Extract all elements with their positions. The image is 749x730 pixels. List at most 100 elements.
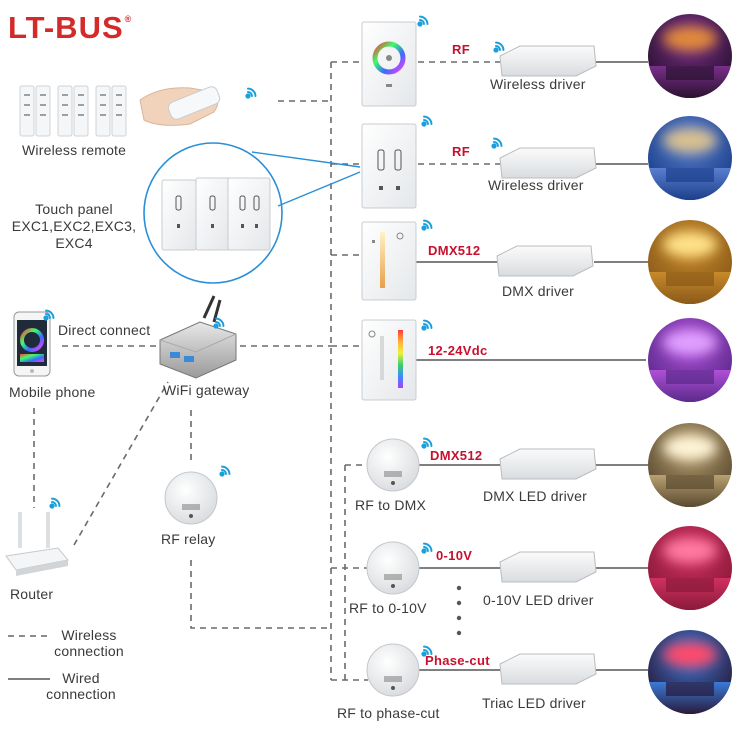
rf-phase-device: [366, 643, 420, 697]
driver-label-1: Wireless driver: [490, 76, 586, 92]
remote-units: [19, 85, 127, 137]
converter-label-rf-dmx: RF to DMX: [355, 497, 427, 513]
wifi-icon: [421, 437, 433, 449]
signal-label-1: RF: [452, 42, 470, 57]
wifi-icons: [43, 15, 505, 657]
scene-photo-pink-spa: [648, 526, 732, 610]
scene-light-glow: [663, 127, 717, 153]
scene-light-glow: [663, 641, 717, 667]
driver-label-7: Triac LED driver: [482, 695, 586, 711]
legend: [8, 635, 50, 680]
scene-light-glow: [663, 537, 717, 563]
legend-wireless-label: Wireless connection: [44, 627, 134, 659]
wifi-icon: [493, 41, 505, 53]
panel-dimmer: [361, 123, 417, 209]
label-wireless-remote: Wireless remote: [22, 142, 127, 158]
driver-6: [499, 551, 597, 583]
scene-photo-purple-bedroom: [648, 318, 732, 402]
scene-furniture: [666, 682, 714, 696]
driver-5: [499, 448, 597, 480]
converter-label-rf-010: RF to 0-10V: [349, 600, 427, 616]
signal-label-5: DMX512: [430, 448, 483, 463]
callout-pointer-top: [251, 151, 361, 168]
label-touch-panel-line1: Touch panel: [35, 201, 113, 217]
link-router-gateway: [73, 381, 169, 546]
mobile-phone-device: [13, 311, 51, 377]
label-wifi-gateway: WiFi gateway: [163, 382, 250, 398]
brand-registered: ®: [124, 14, 133, 24]
driver-2: [499, 147, 597, 179]
legend-wireless-line1: Wireless: [61, 627, 117, 643]
wifi-icon: [417, 15, 429, 27]
wifi-icon: [43, 309, 55, 321]
wireless-remotes: [19, 85, 221, 137]
label-mobile-phone: Mobile phone: [9, 384, 96, 400]
wifi-icon: [421, 645, 433, 657]
wifi-icon: [421, 219, 433, 231]
remote-buttons: [24, 94, 122, 116]
brand-name: LT-BUS: [8, 10, 124, 45]
wifi-icon: [491, 137, 503, 149]
wifi-icon: [421, 542, 433, 554]
wifi-icon: [421, 115, 433, 127]
scene-furniture: [666, 578, 714, 592]
wireless-links: [33, 61, 500, 681]
driver-label-3: DMX driver: [502, 283, 575, 299]
wifi-icon: [219, 465, 231, 477]
rf-010-device: [366, 541, 420, 595]
touch-panel-callout: [143, 142, 361, 284]
label-rf-relay: RF relay: [161, 531, 216, 547]
driver-label-6: 0-10V LED driver: [483, 592, 594, 608]
wifi-icon: [213, 317, 225, 329]
brand-logo: LT-BUS®: [8, 10, 132, 46]
link-relay-bus: [190, 560, 331, 629]
signal-label-2: RF: [452, 144, 470, 159]
scene-furniture: [666, 370, 714, 384]
ellipsis-dots: [456, 585, 462, 636]
driver-7: [499, 653, 597, 685]
driver-label-5: DMX LED driver: [483, 488, 587, 504]
legend-wired-line1: Wired: [62, 670, 100, 686]
panel-dmx: [361, 221, 417, 301]
label-touch-panel-line2: EXC1,EXC2,EXC3,: [11, 218, 137, 234]
scene-photo-warm-hall: [648, 220, 732, 304]
callout-pointer-bottom: [277, 171, 361, 207]
scene-light-glow: [663, 329, 717, 355]
scene-furniture: [666, 475, 714, 489]
signal-label-4: 12-24Vdc: [428, 343, 488, 358]
label-touch-panel: Touch panel EXC1,EXC2,EXC3, EXC4: [10, 201, 138, 252]
scene-furniture: [666, 272, 714, 286]
scene-light-glow: [663, 231, 717, 257]
driver-1: [499, 45, 597, 77]
legend-wireless-line2: connection: [54, 643, 124, 659]
driver-boxes: [496, 45, 597, 685]
driver-3: [496, 245, 594, 277]
scene-light-glow: [663, 434, 717, 460]
hand-with-remote: [139, 86, 221, 126]
scene-photo-living-room-blue: [648, 116, 732, 200]
rf-dmx-device: [366, 438, 420, 492]
converter-label-rf-phase: RF to phase-cut: [337, 705, 440, 721]
wifi-icon: [245, 87, 257, 99]
label-direct-connect: Direct connect: [58, 322, 151, 338]
signal-label-3: DMX512: [428, 243, 481, 258]
scene-photo-ceiling-lamp-room: [648, 423, 732, 507]
exc-panel-3: [227, 177, 271, 251]
wifi-icon: [49, 497, 61, 509]
router-device: [5, 512, 69, 576]
exc-panel-1: [161, 179, 197, 251]
wifi-gateway-device: [159, 295, 237, 379]
driver-label-2: Wireless driver: [488, 177, 584, 193]
exc-panel-2: [195, 177, 231, 251]
signal-label-7: Phase-cut: [425, 653, 490, 668]
label-touch-panel-line3: EXC4: [55, 235, 93, 251]
label-router: Router: [10, 586, 54, 602]
legend-wired-line2: connection: [46, 686, 116, 702]
scene-furniture: [666, 168, 714, 182]
legend-wired-label: Wired connection: [36, 670, 126, 702]
wired-links: [416, 61, 648, 671]
scene-furniture: [666, 66, 714, 80]
scene-photo-home-theater: [648, 14, 732, 98]
signal-label-6: 0-10V: [436, 548, 473, 563]
